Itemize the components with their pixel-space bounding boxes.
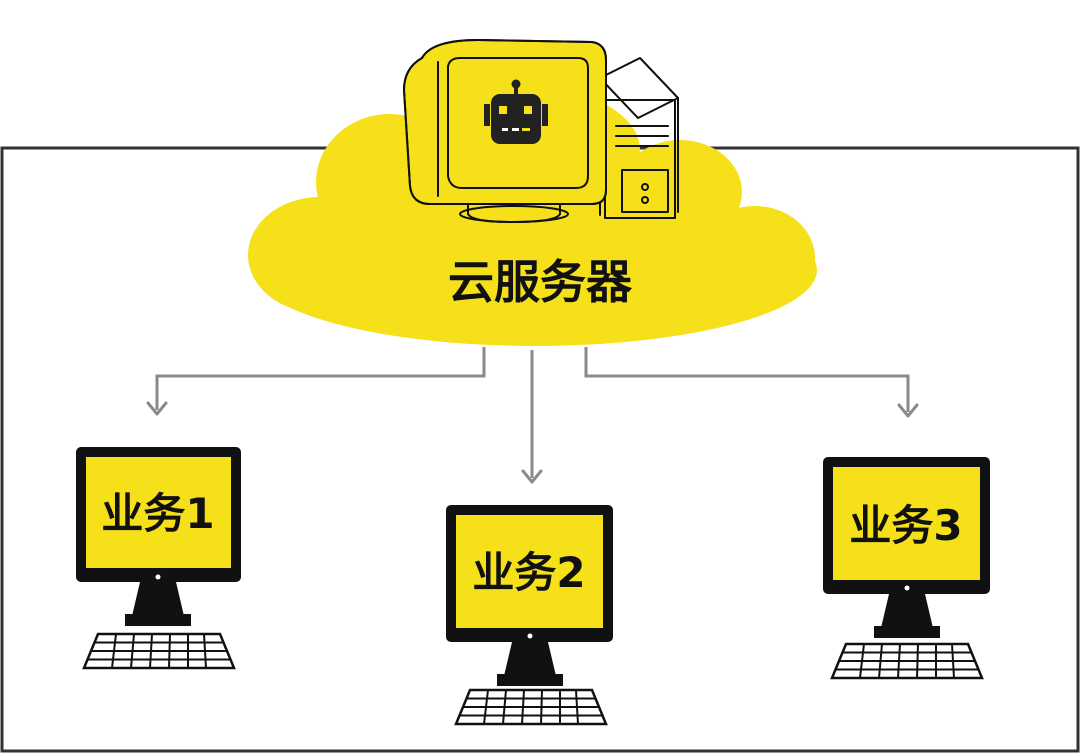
client-2-label: 业务2 xyxy=(472,548,585,597)
client-1-label: 业务1 xyxy=(101,489,214,538)
client-2-computer: 业务2 xyxy=(446,505,613,726)
client-3-label: 业务3 xyxy=(849,501,962,550)
connector-arrows xyxy=(155,347,910,478)
arrow-to-client-3 xyxy=(584,347,910,412)
client-1-computer: 业务1 xyxy=(76,447,241,670)
server-label: 云服务器 xyxy=(448,255,633,309)
arrow-heads xyxy=(146,401,919,484)
robot-head-icon xyxy=(484,79,548,144)
client-3-computer: 业务3 xyxy=(823,457,990,680)
arrow-to-client-1 xyxy=(155,347,486,410)
